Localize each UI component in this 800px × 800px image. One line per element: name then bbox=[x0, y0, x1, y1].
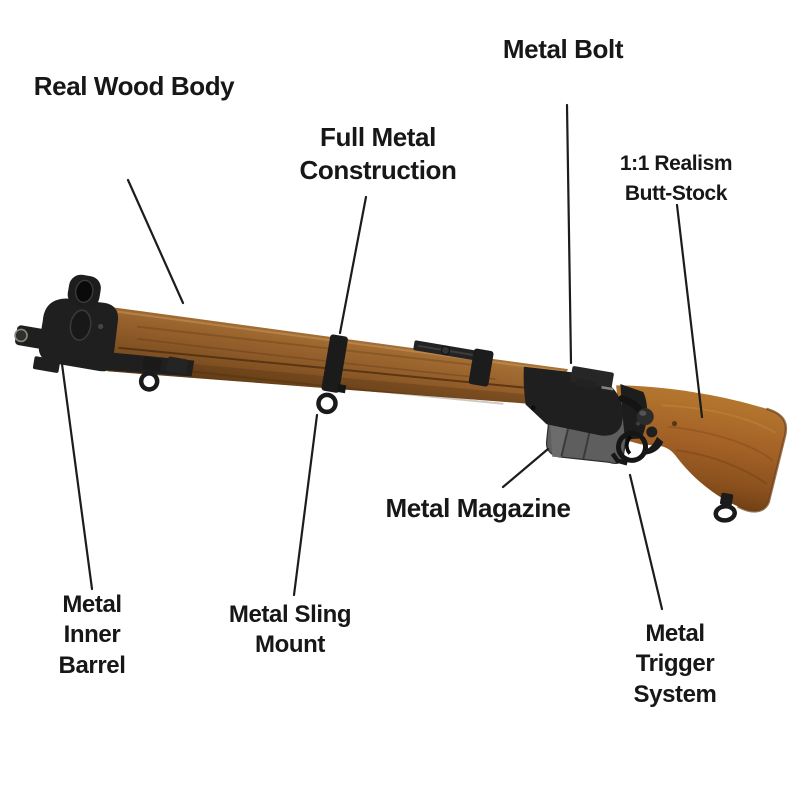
leader-inner-barrel bbox=[60, 362, 94, 591]
muzzle-crown bbox=[14, 328, 28, 343]
butt-grain bbox=[667, 425, 774, 462]
rifle bbox=[14, 274, 788, 523]
nose-cap bbox=[38, 298, 119, 372]
front-sight-aperture bbox=[75, 279, 94, 303]
callout-metal-inner-barrel: Metal Inner Barrel bbox=[58, 591, 126, 679]
band-spring bbox=[337, 384, 347, 394]
receiver-screw bbox=[530, 405, 536, 411]
butt-grain bbox=[675, 449, 768, 485]
stacking-swivel-block bbox=[166, 356, 189, 375]
bolt-knob-highlight bbox=[639, 410, 647, 416]
nose-cap-recess bbox=[69, 309, 92, 341]
trigger-guard bbox=[610, 430, 664, 466]
trigger bbox=[625, 435, 633, 455]
callout-metal-magazine: Metal Magazine bbox=[385, 493, 571, 523]
cocking-piece bbox=[646, 426, 658, 438]
barrel-band bbox=[321, 334, 348, 393]
leader-butt-stock bbox=[675, 203, 704, 419]
butt-sling-swivel bbox=[713, 504, 737, 523]
leader-trigger-system bbox=[628, 473, 664, 611]
callout-real-wood-body: Real Wood Body bbox=[33, 71, 235, 101]
leader-metal-bolt bbox=[565, 103, 573, 365]
wood-grain bbox=[137, 325, 486, 368]
leader-lines bbox=[60, 103, 704, 611]
rear-sight-slider bbox=[440, 345, 450, 355]
callout-full-metal-construction: Full Metal Construction bbox=[299, 122, 457, 185]
bolt-handle bbox=[618, 395, 658, 438]
front-sight bbox=[67, 274, 101, 308]
mid-sling-swivel bbox=[316, 392, 338, 415]
front-swivel-mount bbox=[142, 356, 162, 372]
butt-swivel-mount bbox=[719, 492, 734, 506]
wood-grain bbox=[137, 338, 496, 380]
callout-realism-butt-stock: 1:1 Realism Butt-Stock bbox=[619, 152, 733, 206]
butt-grain bbox=[661, 404, 776, 434]
leader-real-wood-body bbox=[126, 178, 185, 305]
guard-rear-tab bbox=[642, 436, 664, 455]
butt-stock bbox=[616, 385, 788, 513]
butt-plate bbox=[736, 407, 788, 513]
nose-cap-screw bbox=[98, 323, 104, 330]
bridge-block bbox=[575, 378, 597, 390]
receiver-marking bbox=[601, 385, 614, 391]
front-sling-swivel bbox=[138, 371, 160, 392]
callout-metal-trigger-system: Metal Trigger System bbox=[633, 620, 717, 708]
rear-sight-protector bbox=[468, 348, 494, 387]
callout-metal-sling-mount: Metal Sling Mount bbox=[228, 601, 352, 659]
leader-full-metal-construction bbox=[338, 195, 368, 335]
stock-screw bbox=[671, 421, 678, 427]
guard-front bbox=[610, 452, 628, 466]
callout-metal-bolt: Metal Bolt bbox=[502, 34, 624, 64]
leader-metal-magazine bbox=[501, 447, 550, 489]
leader-sling-mount bbox=[292, 413, 319, 597]
